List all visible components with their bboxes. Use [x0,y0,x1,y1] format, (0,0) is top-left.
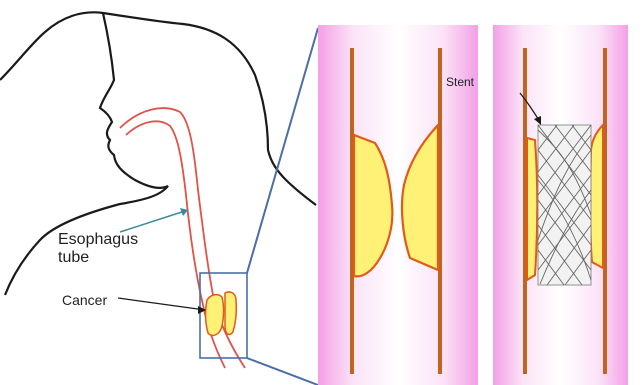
esophagus-tube-label: Esophagus tube [58,231,148,268]
zoom-connector-bottom [247,358,318,385]
neck-tumor-right [225,292,236,334]
neck-tumor [206,295,224,336]
cancer-pointer-arrow [118,298,205,310]
zoom-connector-top [247,28,318,273]
compressed-tumor-right [590,125,603,268]
compressed-tumor-left [527,138,537,280]
stent-label: Stent [446,76,474,90]
panel-stent-placed [493,25,628,385]
cancer-label: Cancer [62,292,107,308]
stent-mesh [538,125,591,285]
esophagus-pointer-arrow [120,210,188,232]
